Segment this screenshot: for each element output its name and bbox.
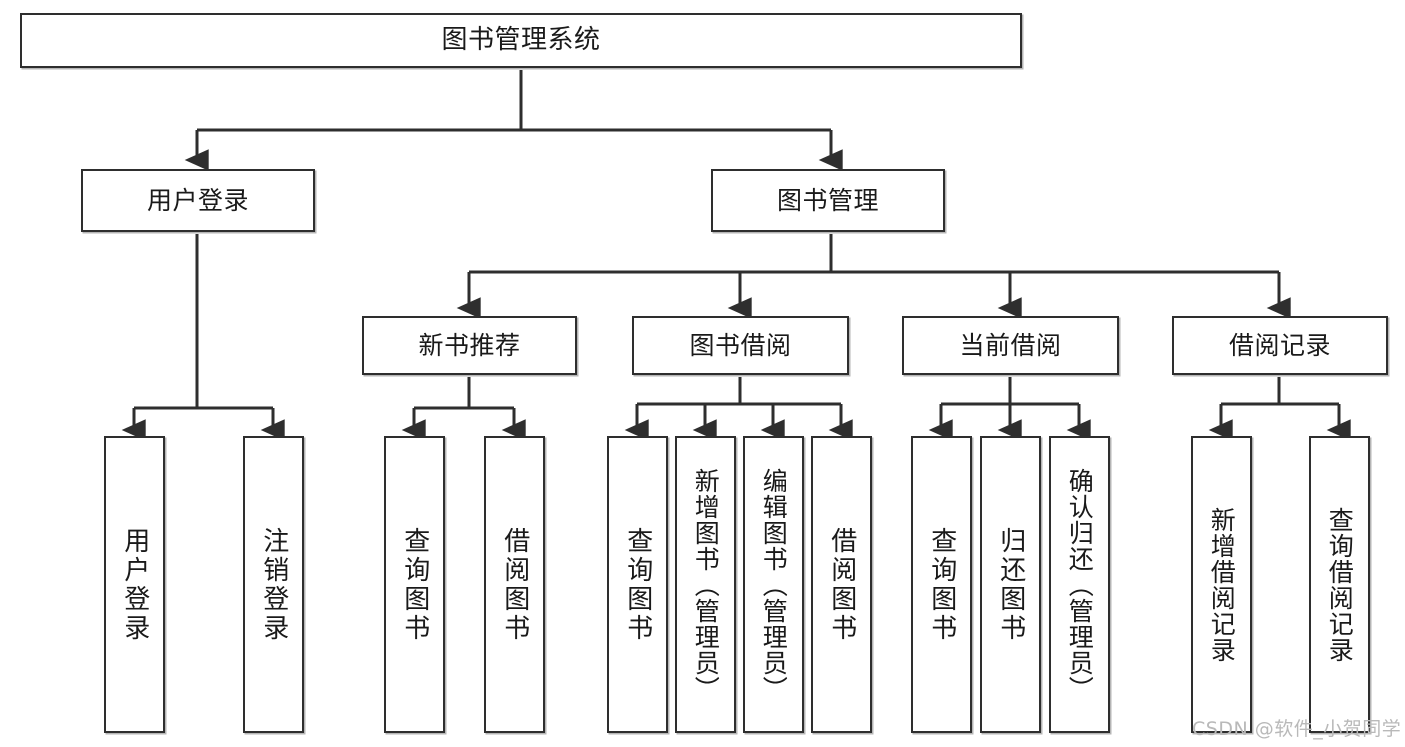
node-current-borrow[interactable]: 当前借阅 bbox=[902, 316, 1119, 375]
node-label: 注销登录 bbox=[258, 526, 289, 643]
node-leaf-query-book-borrow[interactable]: 查询图书 bbox=[607, 436, 668, 733]
node-borrow-record[interactable]: 借阅记录 bbox=[1172, 316, 1388, 375]
node-label: 新增借阅记录 bbox=[1207, 506, 1237, 663]
node-label: 当前借阅 bbox=[959, 330, 1062, 360]
node-root-book-management-system[interactable]: 图书管理系统 bbox=[20, 13, 1022, 68]
node-label: 图书借阅 bbox=[689, 330, 792, 360]
node-book-management[interactable]: 图书管理 bbox=[711, 169, 945, 232]
node-leaf-query-borrow-record[interactable]: 查询借阅记录 bbox=[1309, 436, 1370, 733]
node-label: 查询图书 bbox=[399, 526, 430, 643]
node-label: 借阅图书 bbox=[826, 526, 857, 643]
node-label: 用户登录 bbox=[119, 526, 150, 643]
node-leaf-edit-book-admin[interactable]: 编辑图书（管理员） bbox=[743, 436, 804, 733]
node-label: 编辑图书（管理员） bbox=[759, 467, 789, 702]
node-leaf-return-book[interactable]: 归还图书 bbox=[980, 436, 1041, 733]
node-leaf-user-login[interactable]: 用户登录 bbox=[104, 436, 165, 733]
node-label: 归还图书 bbox=[995, 526, 1026, 643]
node-label: 借阅图书 bbox=[499, 526, 530, 643]
node-leaf-query-book-recommend[interactable]: 查询图书 bbox=[384, 436, 445, 733]
node-leaf-add-book-admin[interactable]: 新增图书（管理员） bbox=[675, 436, 736, 733]
node-leaf-query-book-current[interactable]: 查询图书 bbox=[911, 436, 972, 733]
node-leaf-logout[interactable]: 注销登录 bbox=[243, 436, 304, 733]
node-leaf-borrow-book-recommend[interactable]: 借阅图书 bbox=[484, 436, 545, 733]
node-label: 图书管理系统 bbox=[441, 25, 601, 56]
node-label: 图书管理 bbox=[776, 185, 879, 215]
node-label: 用户登录 bbox=[146, 185, 249, 215]
node-book-borrow[interactable]: 图书借阅 bbox=[632, 316, 849, 375]
node-label: 确认归还（管理员） bbox=[1065, 467, 1095, 702]
node-label: 查询图书 bbox=[926, 526, 957, 643]
node-label: 查询借阅记录 bbox=[1325, 506, 1355, 663]
node-leaf-confirm-return-admin[interactable]: 确认归还（管理员） bbox=[1049, 436, 1110, 733]
node-label: 查询图书 bbox=[622, 526, 653, 643]
node-leaf-add-borrow-record[interactable]: 新增借阅记录 bbox=[1191, 436, 1252, 733]
node-label: 新书推荐 bbox=[418, 330, 521, 360]
csdn-watermark: CSDN @软件_小贺同学 bbox=[1192, 718, 1402, 740]
node-label: 新增图书（管理员） bbox=[691, 467, 721, 702]
node-new-book-recommend[interactable]: 新书推荐 bbox=[362, 316, 577, 375]
node-label: 借阅记录 bbox=[1228, 330, 1331, 360]
node-leaf-borrow-book[interactable]: 借阅图书 bbox=[811, 436, 872, 733]
node-user-login[interactable]: 用户登录 bbox=[81, 169, 315, 232]
